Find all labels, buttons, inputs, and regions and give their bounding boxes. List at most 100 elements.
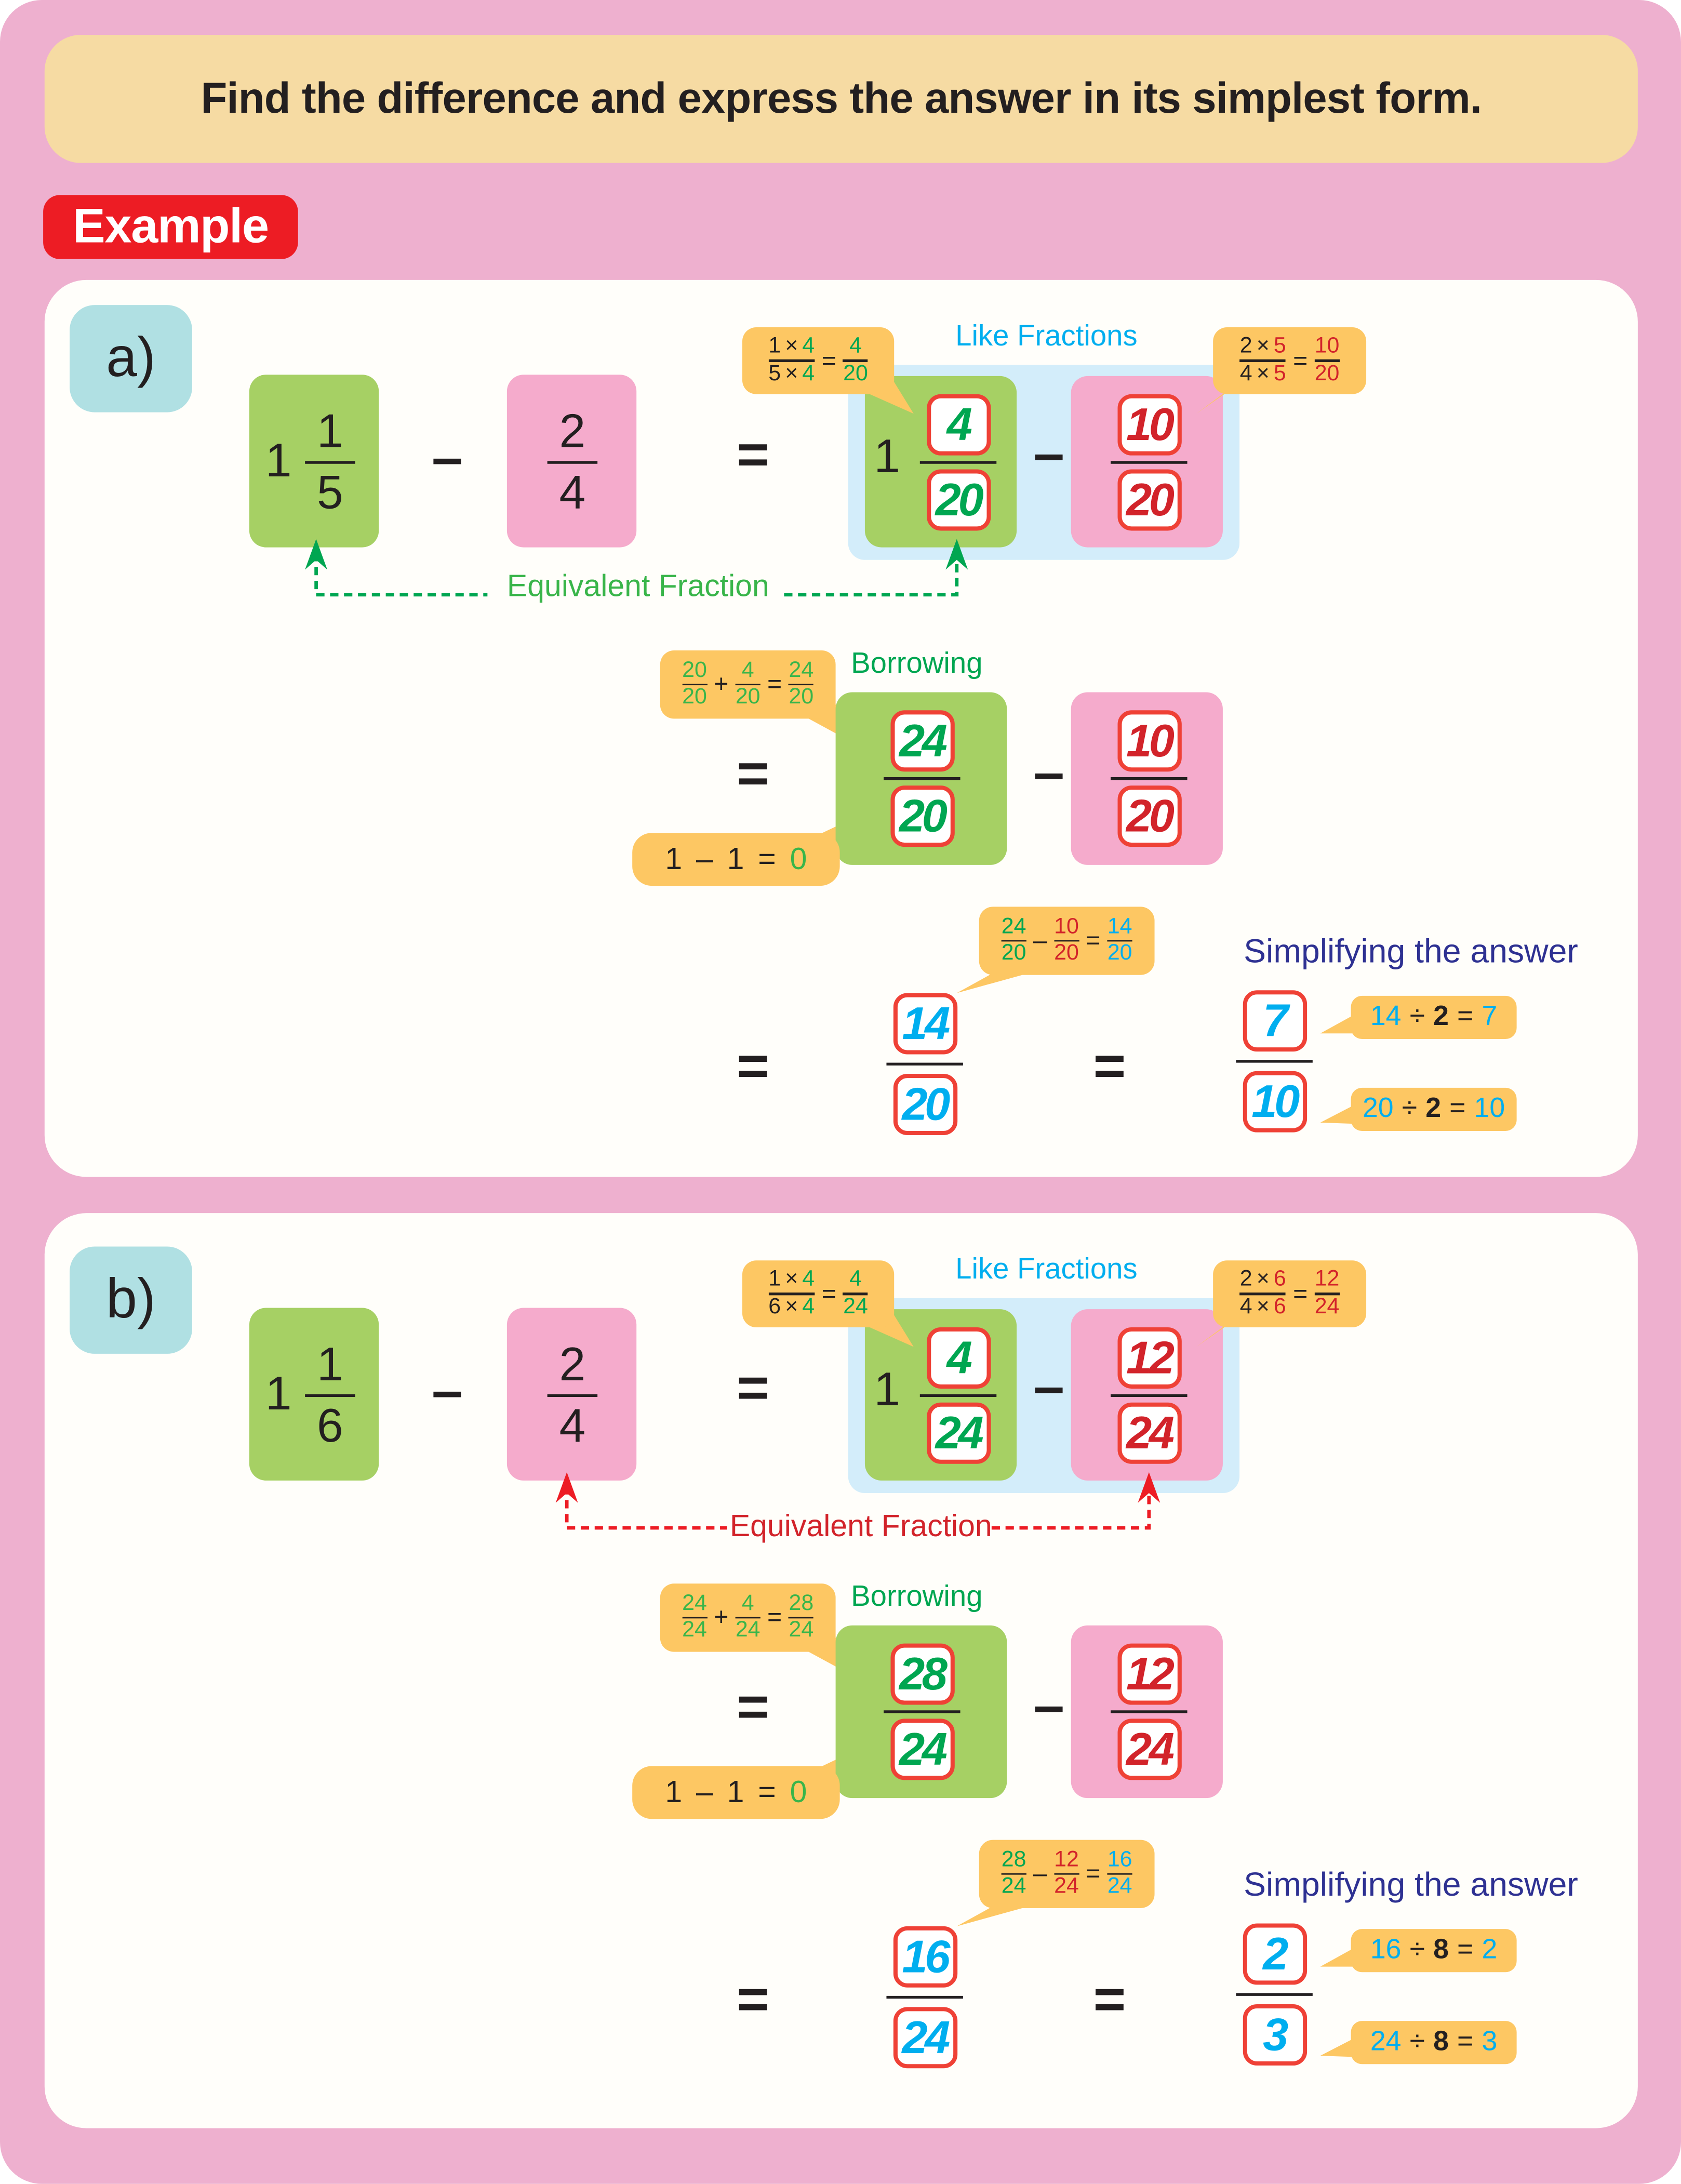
denominator: 20 [1107,942,1132,966]
whole-number: 1 [727,1774,744,1809]
times-sign: × [1256,1268,1270,1291]
denominator: 20 [843,362,868,385]
factor: 4 [1239,1295,1252,1319]
fraction-bar [789,1616,814,1619]
numerator-box: 14 [892,993,957,1055]
divisor: 2 [1433,1001,1449,1032]
borrowing-label: Borrowing [851,1580,983,1613]
dividend: 16 [1370,1934,1402,1965]
equals-sign: = [1293,1279,1308,1308]
minus-sign: – [1033,1859,1047,1887]
denominator-box: 20 [926,469,991,531]
denominator: 20 [1126,790,1175,842]
denominator-box: 24 [1117,1402,1181,1464]
fraction-bar [1001,940,1026,942]
minus-sign: – [696,1774,713,1809]
equals-sign: = [1086,1859,1101,1887]
numerator: 4 [946,398,972,450]
denominator-box: 20 [890,785,954,847]
fraction-bar [547,461,598,464]
simplify-callout: 16÷8=2 [1351,1929,1517,1973]
numerator-box: 7 [1242,990,1306,1052]
numerator-box: 2 [1242,1923,1306,1985]
fraction-bar [1239,359,1286,362]
dashed-connector [565,1486,727,1530]
divide-sign: ÷ [1409,2026,1425,2057]
factor: 4 [1239,362,1252,385]
equals-sign: = [821,1279,836,1308]
factor: 4 [802,335,815,358]
simplify-callout: 20÷2=10 [1351,1087,1517,1131]
equals-sign: = [758,841,776,876]
numerator: 12 [1314,1268,1340,1291]
factor: 1 [768,335,781,358]
numerator: 2×6 [1240,1268,1286,1293]
dashed-connector [314,553,488,597]
fraction-bar [1111,461,1188,464]
fraction-bar [919,1394,997,1397]
like-fractions-label: Like Fractions [955,320,1138,353]
divide-sign: ÷ [1409,1001,1425,1032]
numerator-box: 4 [926,394,991,456]
denominator: 20 [1001,942,1026,966]
numerator: 28 [789,1591,814,1616]
fraction-bar [919,461,997,464]
denominator: 4 [559,1400,586,1453]
equals-sign: = [821,346,836,374]
whole-number: 1 [874,1363,901,1417]
fraction-bar [1236,1993,1313,1996]
divide-sign: ÷ [1402,1093,1418,1124]
numerator: 4 [741,1591,754,1616]
numerator: 1×4 [768,1268,815,1293]
denominator: 24 [1126,1406,1175,1459]
times-sign: × [1256,335,1270,358]
dividend: 20 [1362,1093,1394,1124]
denominator: 4×5 [1240,362,1286,387]
example-label: a) [70,305,192,412]
numerator: 28 [1001,1848,1026,1872]
denominator: 20 [789,685,814,710]
whole-number: 1 [265,1367,292,1421]
denominator: 24 [682,1618,707,1643]
denominator: 20 [1054,942,1079,966]
numerator: 16 [1107,1848,1132,1872]
factor: 2 [1239,1268,1252,1291]
factor: 6 [1273,1268,1286,1291]
fraction-bar [884,1710,960,1713]
numerator: 24 [789,658,814,683]
fraction-bar [1111,1394,1188,1397]
factor: 4 [802,1268,815,1291]
fraction-bar [1054,1873,1079,1875]
equals-sign: = [1457,1934,1474,1965]
numerator: 10 [1126,398,1175,450]
result: 0 [790,841,807,876]
equals-sign: = [737,1969,769,2031]
numerator-box: 12 [1117,1327,1181,1389]
numerator: 1 [317,405,343,459]
equals-sign: = [737,424,769,486]
numerator-box: 28 [890,1643,954,1705]
whole-number: 1 [727,841,744,876]
